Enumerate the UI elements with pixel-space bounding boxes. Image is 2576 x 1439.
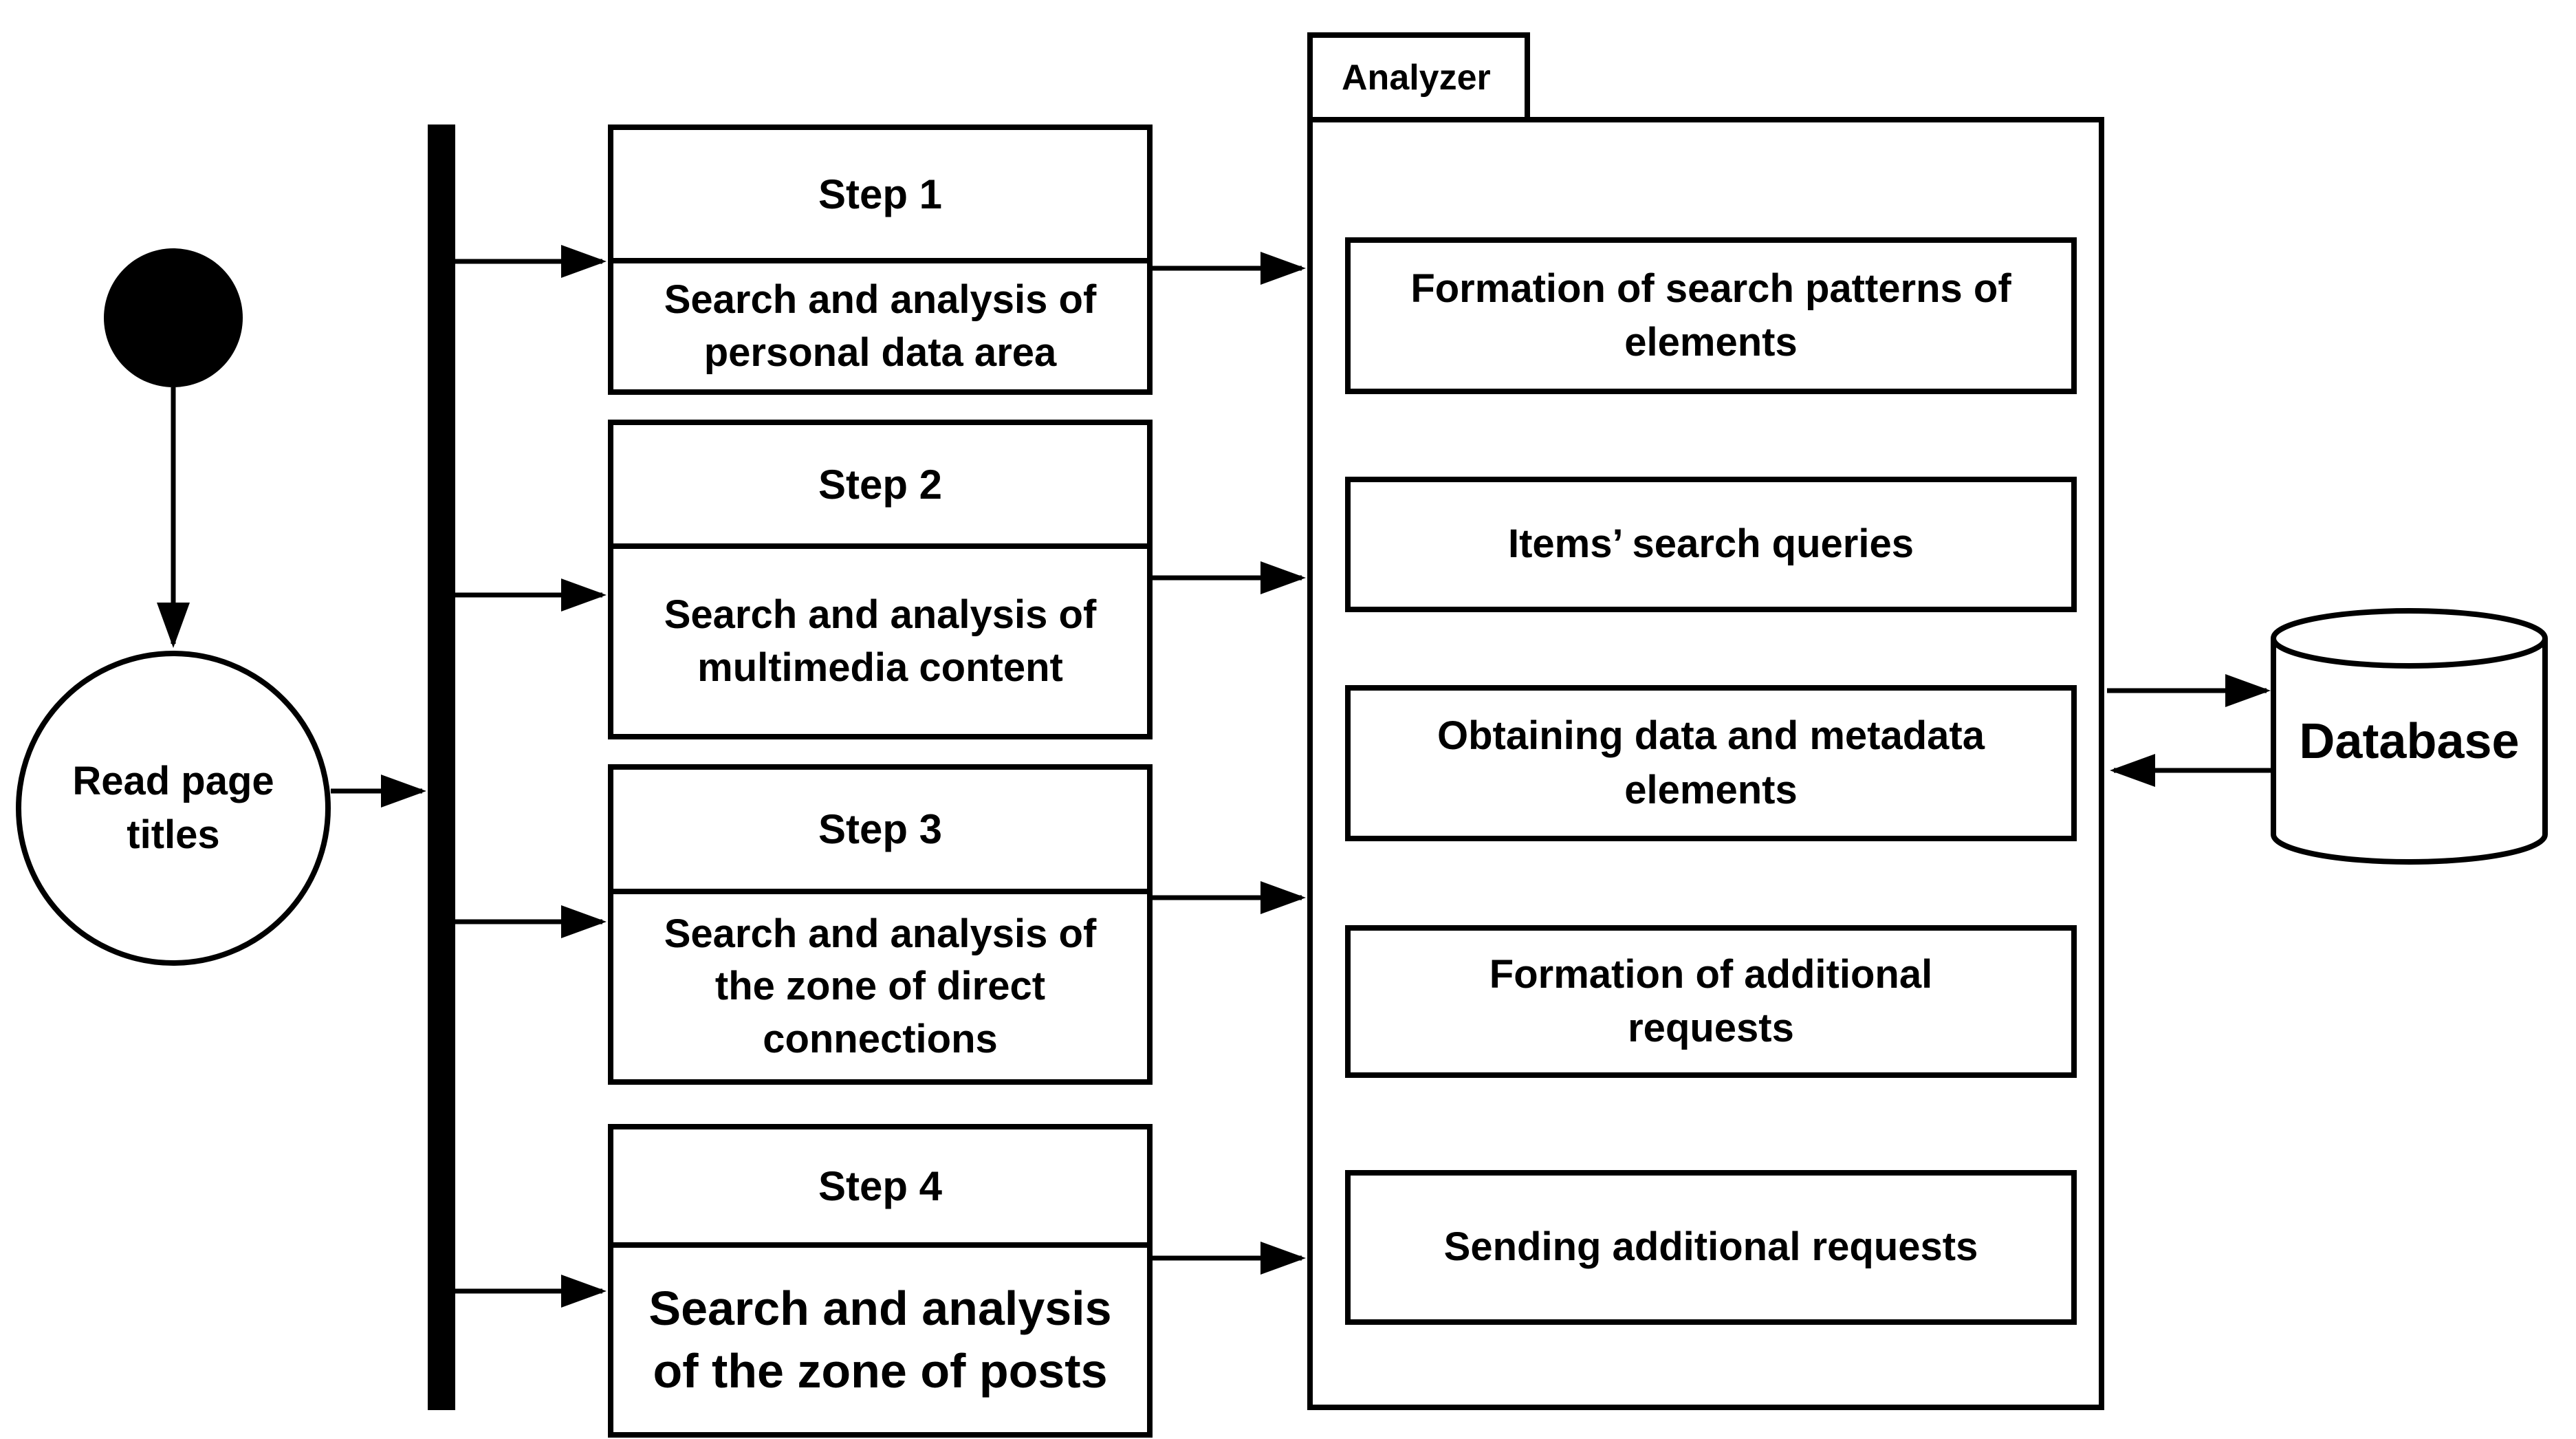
- step1-title: Step 1: [613, 130, 1147, 263]
- analyzer-box-sending-additional-requests: Sending additional requests: [1345, 1170, 2077, 1325]
- step2-title: Step 2: [613, 425, 1147, 549]
- step2-box: Step 2 Search and analysis of multimedia…: [608, 420, 1153, 739]
- read-page-titles-node: Read page titles: [16, 651, 331, 966]
- read-page-titles-label: Read page titles: [72, 758, 274, 857]
- step4-description: Search and analysis of the zone of posts: [648, 1281, 1112, 1398]
- step3-description: Search and analysis of the zone of direc…: [664, 911, 1097, 1061]
- analyzer-box-formation-search-patterns: Formation of search patterns of elements: [1345, 237, 2077, 394]
- step4-title: Step 4: [613, 1129, 1147, 1248]
- analyzer-box-items-search-queries: Items’ search queries: [1345, 477, 2077, 612]
- analyzer-box-obtaining-data-metadata: Obtaining data and metadata elements: [1345, 685, 2077, 841]
- step3-title: Step 3: [613, 770, 1147, 894]
- database-cylinder-top: [2271, 608, 2548, 669]
- fork-bar: [428, 125, 455, 1410]
- database-label: Database: [2299, 714, 2520, 769]
- step1-box: Step 1 Search and analysis of personal d…: [608, 125, 1153, 395]
- analyzer-tab: Analyzer: [1307, 32, 1530, 117]
- step2-description: Search and analysis of multimedia conten…: [664, 592, 1097, 690]
- step3-box: Step 3 Search and analysis of the zone o…: [608, 764, 1153, 1085]
- analyzer-box-formation-additional-requests: Formation of additional requests: [1345, 925, 2077, 1078]
- step1-description: Search and analysis of personal data are…: [664, 277, 1097, 375]
- start-node-icon: [104, 248, 243, 387]
- step4-box: Step 4 Search and analysis of the zone o…: [608, 1124, 1153, 1438]
- analyzer-label: Analyzer: [1342, 57, 1491, 98]
